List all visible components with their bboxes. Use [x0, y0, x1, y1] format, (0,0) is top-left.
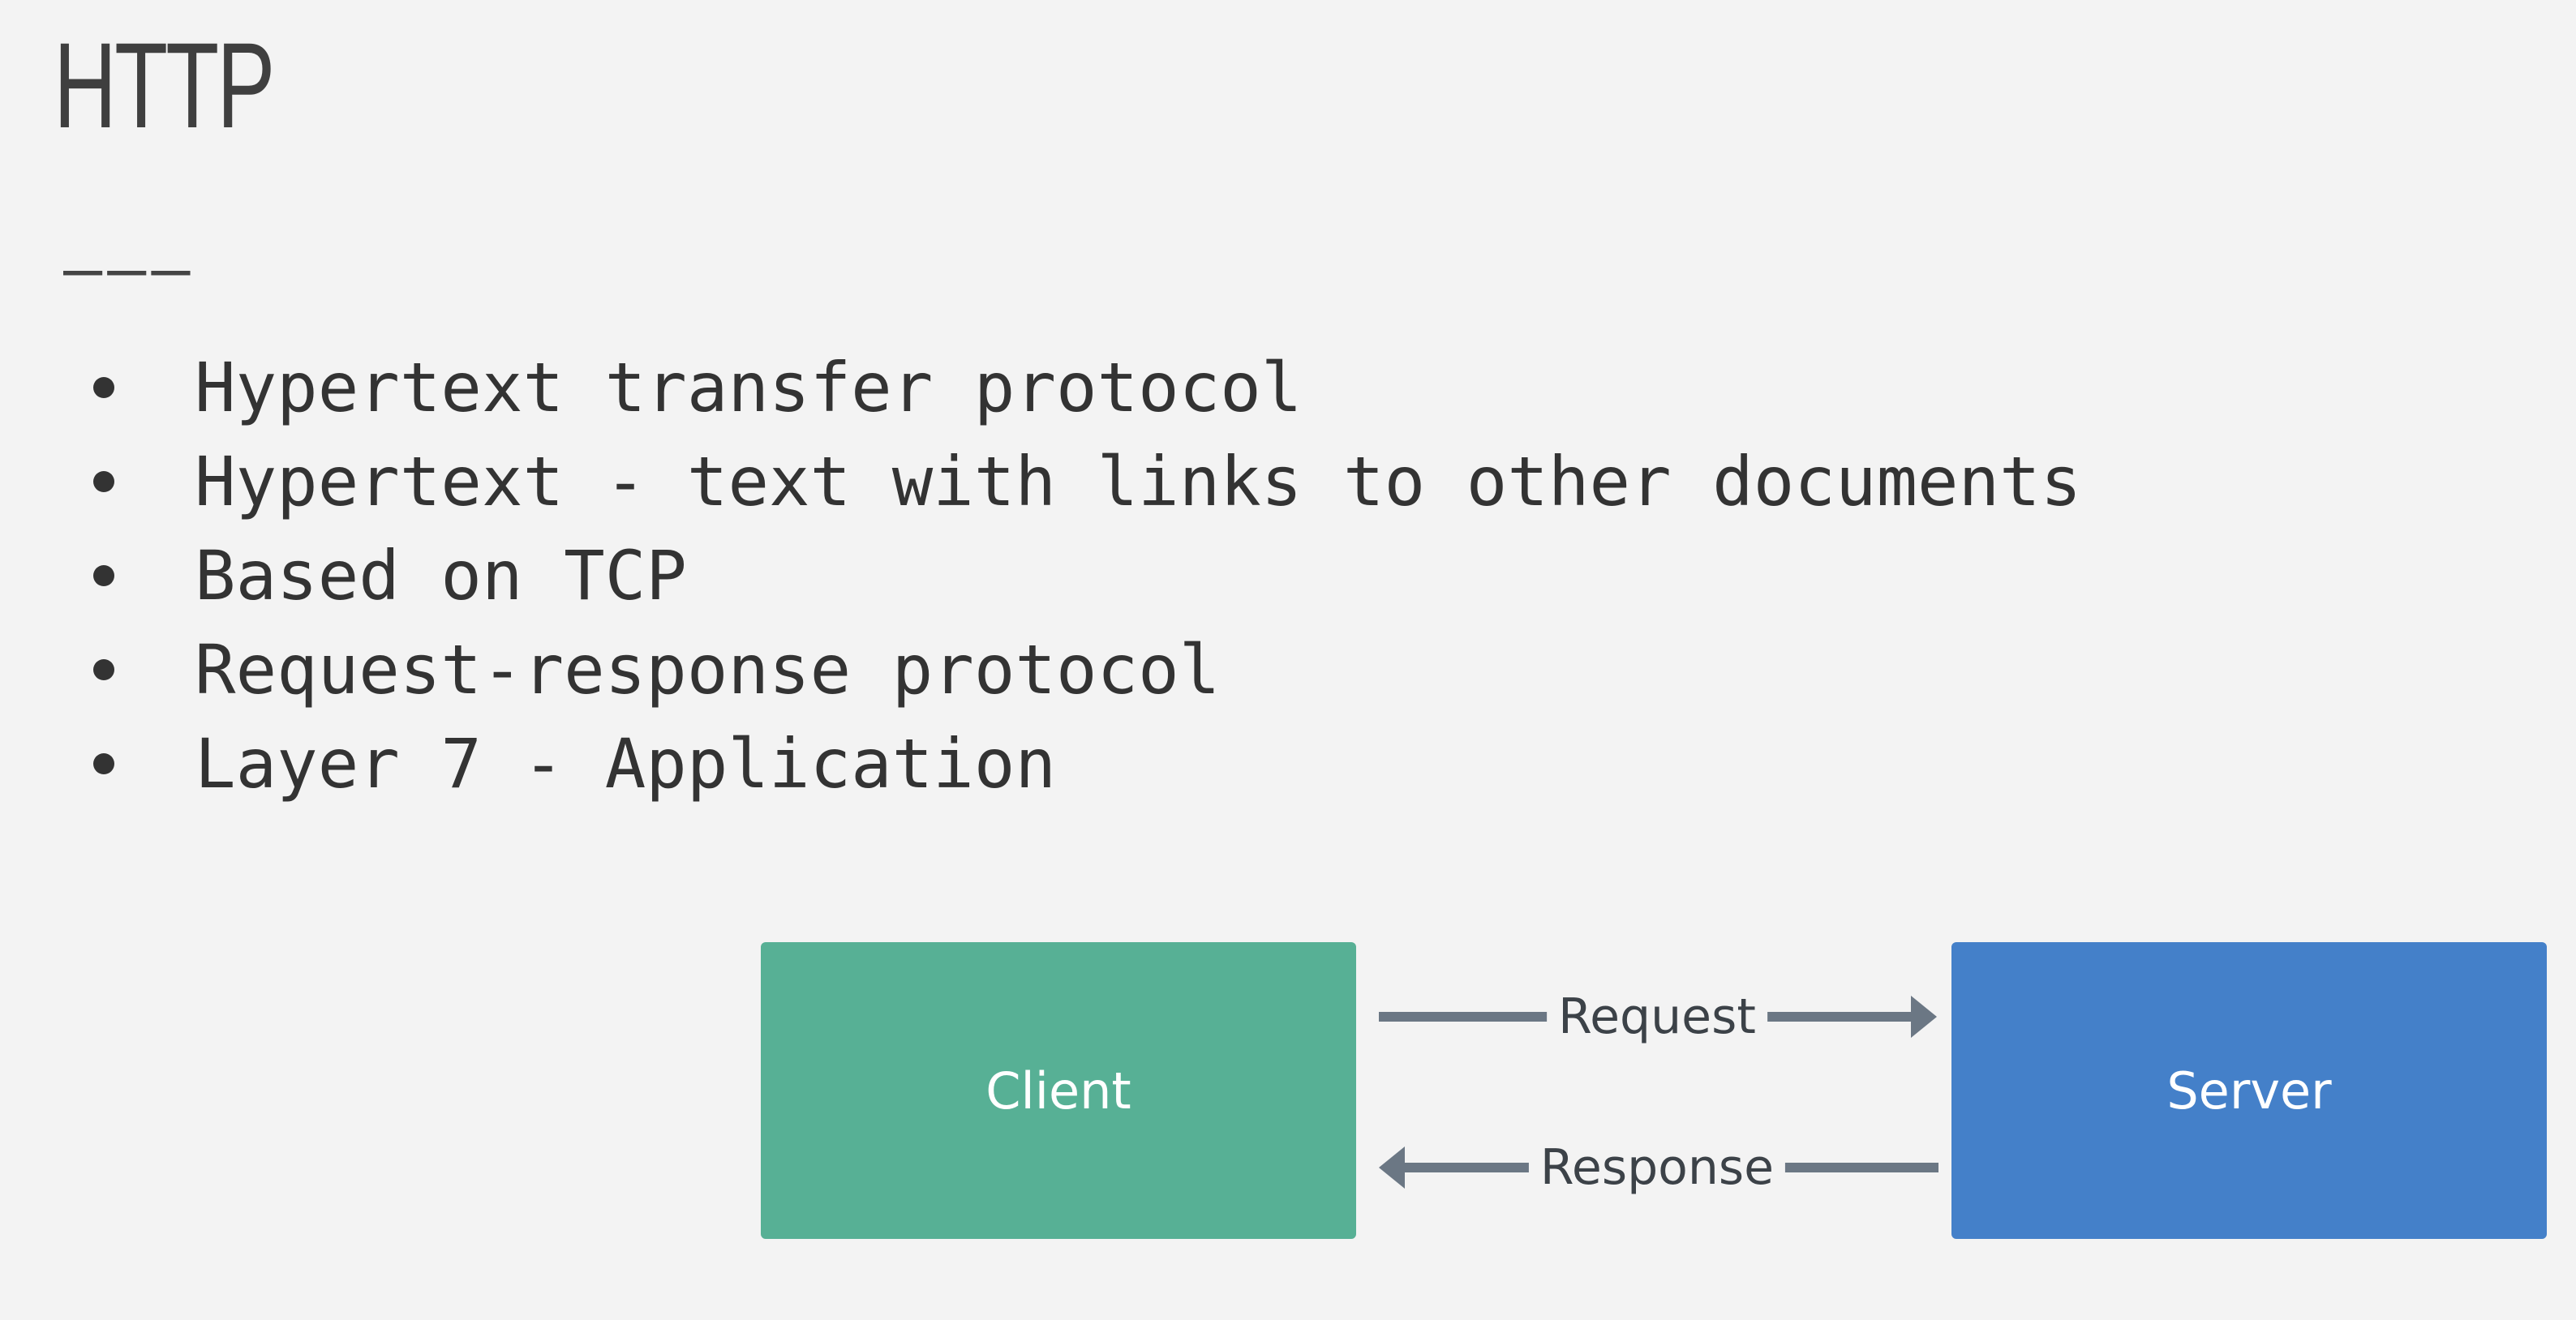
bullet-item: Request-response protocol [81, 623, 2081, 717]
bullet-text: Layer 7 - Application [195, 724, 1057, 804]
bullet-dot-icon [93, 377, 114, 398]
bullet-text: Hypertext transfer protocol [195, 348, 1303, 427]
bullet-dot-icon [93, 565, 114, 586]
bullet-dot-icon [93, 659, 114, 680]
slide-title: HTTP [54, 17, 275, 153]
bullet-item: Based on TCP [81, 529, 2081, 623]
bullet-text: Request-response protocol [195, 630, 1221, 709]
client-label: Client [985, 1061, 1131, 1121]
bullet-item: Hypertext transfer protocol [81, 341, 2081, 435]
bullet-text: Based on TCP [195, 536, 687, 615]
title-underline: ––– [63, 231, 195, 306]
client-box: Client [761, 942, 1356, 1239]
bullet-item: Hypertext - text with links to other doc… [81, 435, 2081, 529]
server-box: Server [1951, 942, 2547, 1239]
bullet-dot-icon [93, 753, 114, 774]
bullet-list: Hypertext transfer protocol Hypertext - … [81, 341, 2081, 811]
request-arrowhead-icon [1911, 996, 1937, 1038]
request-label: Request [1547, 992, 1767, 1041]
bullet-item: Layer 7 - Application [81, 717, 2081, 811]
response-arrowhead-icon [1379, 1146, 1405, 1189]
response-label: Response [1528, 1143, 1786, 1192]
bullet-text: Hypertext - text with links to other doc… [195, 442, 2082, 521]
server-label: Server [2166, 1061, 2332, 1121]
bullet-dot-icon [93, 471, 114, 492]
